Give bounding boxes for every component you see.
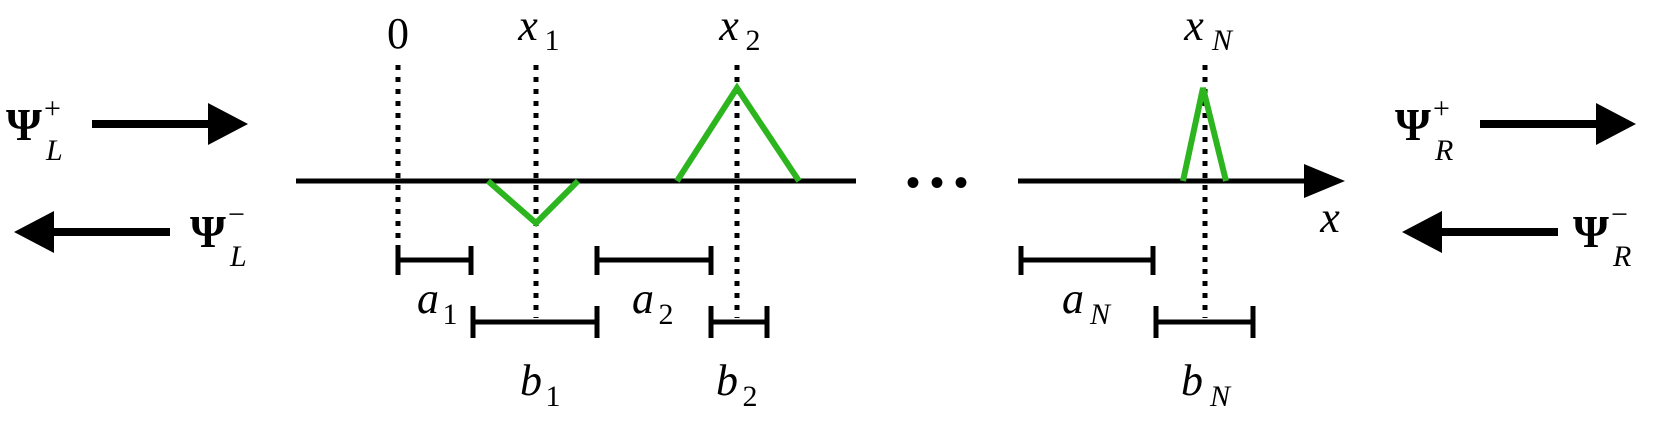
x2-label-symbol: x [718, 1, 739, 50]
a1-label: a 1 [417, 274, 458, 331]
xN-label: x N [1183, 1, 1234, 57]
a1-label-subscript: 1 [443, 298, 458, 331]
xN-label-symbol: x [1183, 1, 1204, 50]
b2-label-subscript: 2 [743, 380, 758, 413]
psi-R-minus-symbol: Ψ [1573, 206, 1609, 257]
barrier-1 [486, 178, 581, 228]
barrier-2 [674, 82, 802, 183]
aN-label-subscript: N [1089, 298, 1112, 331]
origin-label: 0 [387, 9, 409, 58]
psi-R-minus-label: Ψ − R [1573, 198, 1631, 273]
a1-label-symbol: a [417, 274, 439, 323]
x1-label-symbol: x [517, 1, 538, 50]
aN-label-symbol: a [1062, 274, 1084, 323]
psi-R-plus-label: Ψ + R [1395, 92, 1453, 167]
b2-interval [708, 306, 770, 338]
psi-L-minus-sup: − [228, 198, 245, 231]
psi-R-plus-sub: R [1434, 134, 1453, 167]
b2-label-symbol: b [716, 356, 738, 405]
x1-label: x 1 [517, 1, 559, 57]
x2-label-subscript: 2 [746, 24, 761, 57]
psi-L-plus-sup: + [44, 92, 61, 125]
b1-label-symbol: b [520, 356, 542, 405]
x2-label: x 2 [718, 1, 760, 57]
psi-R-minus-arrow [1402, 211, 1558, 253]
a1-interval [395, 246, 474, 275]
x-axis-arrowhead [1304, 164, 1345, 198]
barrier-N [1180, 87, 1229, 182]
psi-L-minus-arrow [14, 211, 170, 253]
x-axis-label: x [1319, 193, 1340, 242]
b1-interval [470, 306, 600, 338]
bN-label-subscript: N [1209, 380, 1232, 413]
a2-label-subscript: 2 [659, 298, 674, 331]
aN-interval [1018, 246, 1156, 275]
a2-label-symbol: a [632, 274, 654, 323]
psi-R-minus-sub: R [1612, 240, 1631, 273]
xN-label-subscript: N [1211, 24, 1234, 57]
aN-label: a N [1062, 274, 1112, 331]
ellipsis: • • • [906, 160, 968, 205]
bN-label: b N [1181, 356, 1232, 413]
x1-label-subscript: 1 [545, 24, 560, 57]
bN-interval [1153, 306, 1256, 338]
a2-interval [594, 246, 714, 275]
psi-R-plus-sup: + [1433, 92, 1450, 125]
b1-label-subscript: 1 [546, 380, 561, 413]
b2-label: b 2 [716, 356, 758, 413]
a2-label: a 2 [632, 274, 674, 331]
psi-R-plus-symbol: Ψ [1395, 99, 1431, 150]
bN-label-symbol: b [1181, 356, 1203, 405]
psi-L-minus-symbol: Ψ [190, 206, 226, 257]
psi-L-minus-label: Ψ − L [190, 198, 247, 273]
psi-R-plus-arrow [1480, 103, 1636, 145]
psi-L-plus-symbol: Ψ [6, 99, 42, 150]
psi-L-plus-sub: L [45, 134, 63, 167]
psi-R-minus-sup: − [1611, 198, 1628, 231]
b1-label: b 1 [520, 356, 561, 413]
psi-L-plus-label: Ψ + L [6, 92, 63, 167]
psi-L-minus-sub: L [229, 240, 247, 273]
psi-L-plus-arrow [92, 103, 248, 145]
